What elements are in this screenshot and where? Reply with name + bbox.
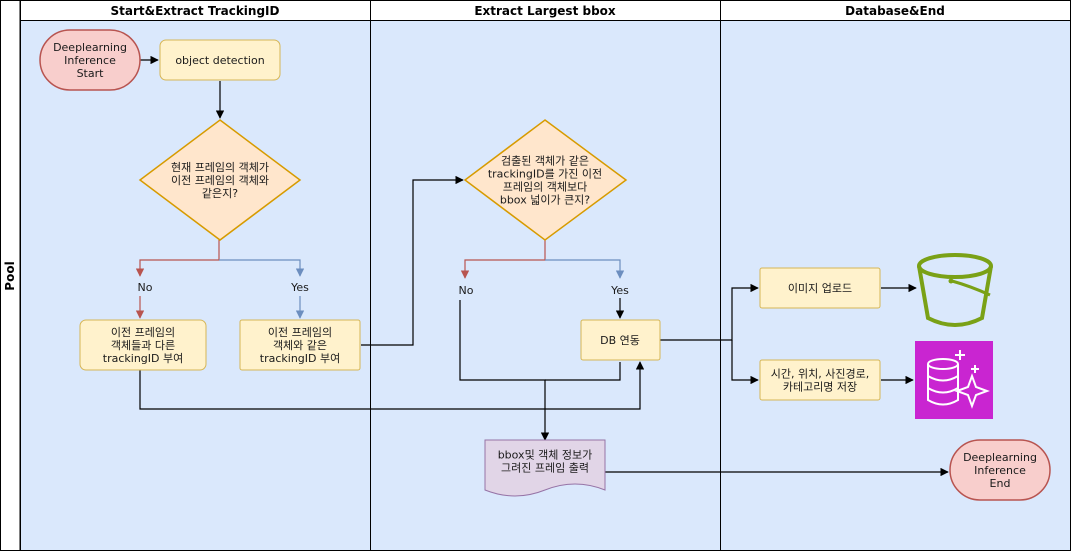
assign-different-label-line: trackingID 부여 [103,352,183,365]
edge-decision2-yes [545,259,625,279]
db-link-process[interactable]: DB 연동 [580,319,661,361]
edge-db-to-save [731,340,759,385]
d2-no-label: No [459,284,474,297]
edges [135,55,949,477]
output-frame-label-line: 그려진 프레임 출력 [501,462,589,475]
decision-same-label-line: 현재 프레임의 객체가 [171,161,269,174]
image-upload-label: 이미지 업로드 [788,282,852,295]
decision-bbox-label-line: 프레임의 객체보다 [503,181,587,194]
edge-assign-different-to-db [139,361,645,410]
decision-bbox-label-line: trackingID를 가진 이전 [488,168,602,181]
d2-yes-label: Yes [610,284,629,297]
edge-decision1-yes [219,259,305,277]
lane-title-start-extract: Start&Extract TrackingID [111,4,280,18]
save-info-label-line: 시간, 위치, 사진경로, [771,368,869,381]
branch-labels: No Yes No Yes [138,281,630,297]
object-detection-label-line: object detection [175,54,264,67]
end-label-line: Inference [974,464,1026,477]
edge-decision2-no [460,240,546,279]
end-label-line: Deeplearning [963,451,1037,464]
database-sparkle-icon [915,341,993,419]
object-detection-process[interactable]: object detection [159,39,281,81]
d1-yes-label: Yes [290,281,309,294]
lane-title-database-end: Database&End [845,4,945,18]
assign-different-label-line: 이전 프레임의 [111,326,175,339]
start-label-line: Inference [64,54,116,67]
decision-bbox-label-line: 검출된 객체가 같은 [501,155,589,168]
image-upload-process[interactable]: 이미지 업로드 [759,267,881,309]
edge-db-to-output [545,362,621,381]
storage-bucket-icon [917,253,993,327]
d1-no-label: No [138,281,153,294]
lane-title-extract-bbox: Extract Largest bbox [474,4,616,18]
decision-same-label-line: 같은지? [202,187,238,200]
save-info-process[interactable]: 시간, 위치, 사진경로,카테고리명 저장 [759,359,881,401]
assign-same-label-line: trackingID 부여 [260,352,340,365]
start-label-line: Deeplearning [53,41,127,54]
edge-db-to-upload [660,283,759,341]
assign-same-label-line: 이전 프레임의 [268,326,332,339]
decision-bbox-label-line: bbox 넓이가 큰지? [500,194,590,207]
assign-different-label-line: 객체들과 다른 [111,339,175,352]
save-info-label-line: 카테고리명 저장 [783,381,857,394]
start-label-line: Start [77,67,105,80]
edge-decision1-no [135,240,220,277]
decision-same-label-line: 이전 프레임의 객체와 [171,174,269,187]
object-detection-label: object detection [175,54,264,67]
edge-assign-same-to-decision2 [361,175,464,346]
output-frame-label-line: bbox및 객체 정보가 [498,449,593,462]
save-info-label: 시간, 위치, 사진경로,카테고리명 저장 [771,368,869,394]
pool-label: Pool [3,261,17,290]
image-upload-label-line: 이미지 업로드 [788,282,852,295]
db-link-label: DB 연동 [600,334,640,347]
edge-no-to-output [459,300,550,441]
end-label-line: End [990,477,1011,490]
assign-same-label-line: 객체와 같은 [273,339,327,352]
db-link-label-line: DB 연동 [600,334,640,347]
